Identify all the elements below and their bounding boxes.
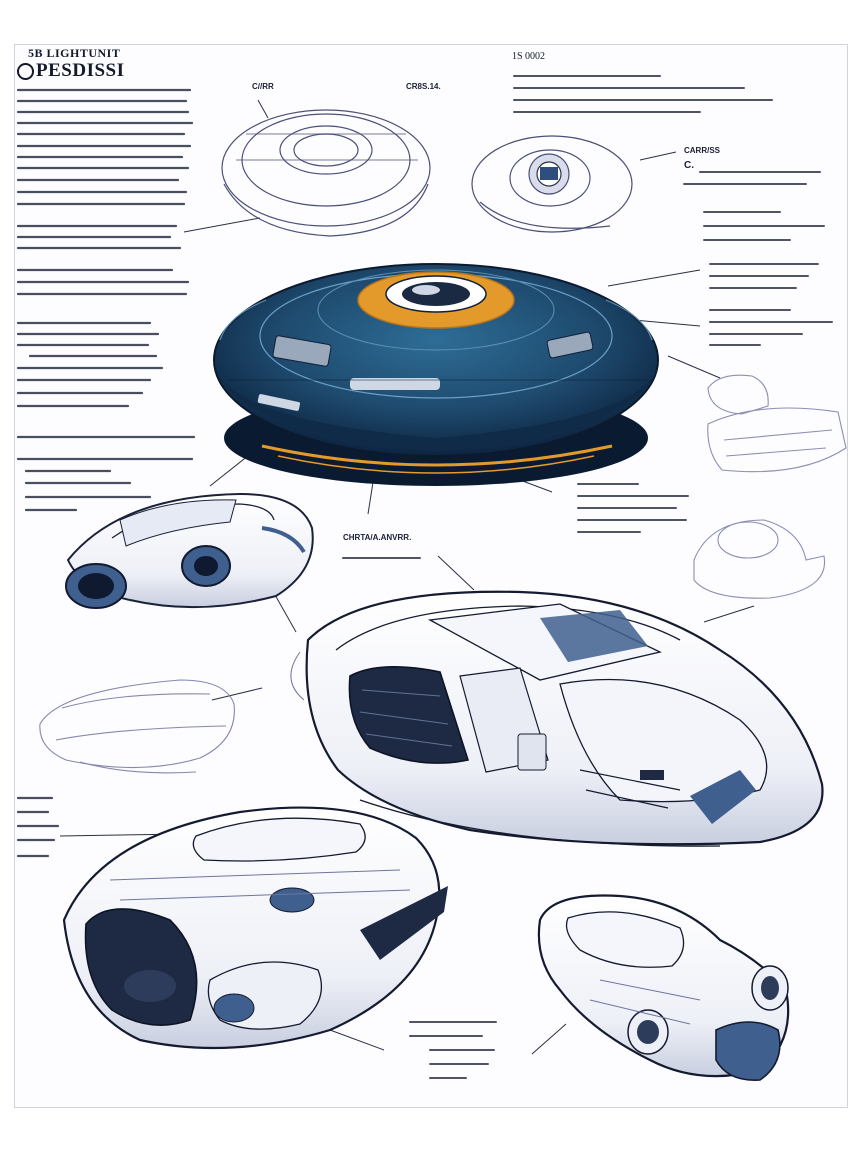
- top-view-sketch: [471, 135, 633, 233]
- small-saucer-sketch: [221, 109, 431, 237]
- lower-right-pod: [537, 894, 790, 1081]
- sheet-top-label: 5B LIGHTUNIT: [28, 46, 121, 60]
- small-pod-left: [65, 492, 314, 609]
- sheet-number: 1S 0002: [512, 51, 546, 62]
- logo-text: PESDISSI: [36, 60, 125, 81]
- mid-label: CR8S.14.: [406, 82, 441, 91]
- faint-pod-sketch-right: [693, 374, 847, 599]
- annotation-text-left: [16, 88, 196, 858]
- right-label-2: C.: [684, 160, 694, 171]
- center-callout-label: CHRTA/A.ANVRR.: [343, 533, 412, 542]
- small-saucer-label: C//RR: [252, 82, 274, 91]
- main-spacecraft: [290, 590, 824, 847]
- annotation-text-right: [342, 75, 833, 1079]
- main-saucer: [213, 263, 660, 486]
- logo-ring-icon: [17, 62, 34, 80]
- right-label-1: CARR/SS: [684, 146, 721, 155]
- faint-pod-sketch-left: [39, 679, 235, 774]
- sheet-logo: PESDISSI: [17, 60, 125, 82]
- lower-left-pod: [62, 806, 448, 1050]
